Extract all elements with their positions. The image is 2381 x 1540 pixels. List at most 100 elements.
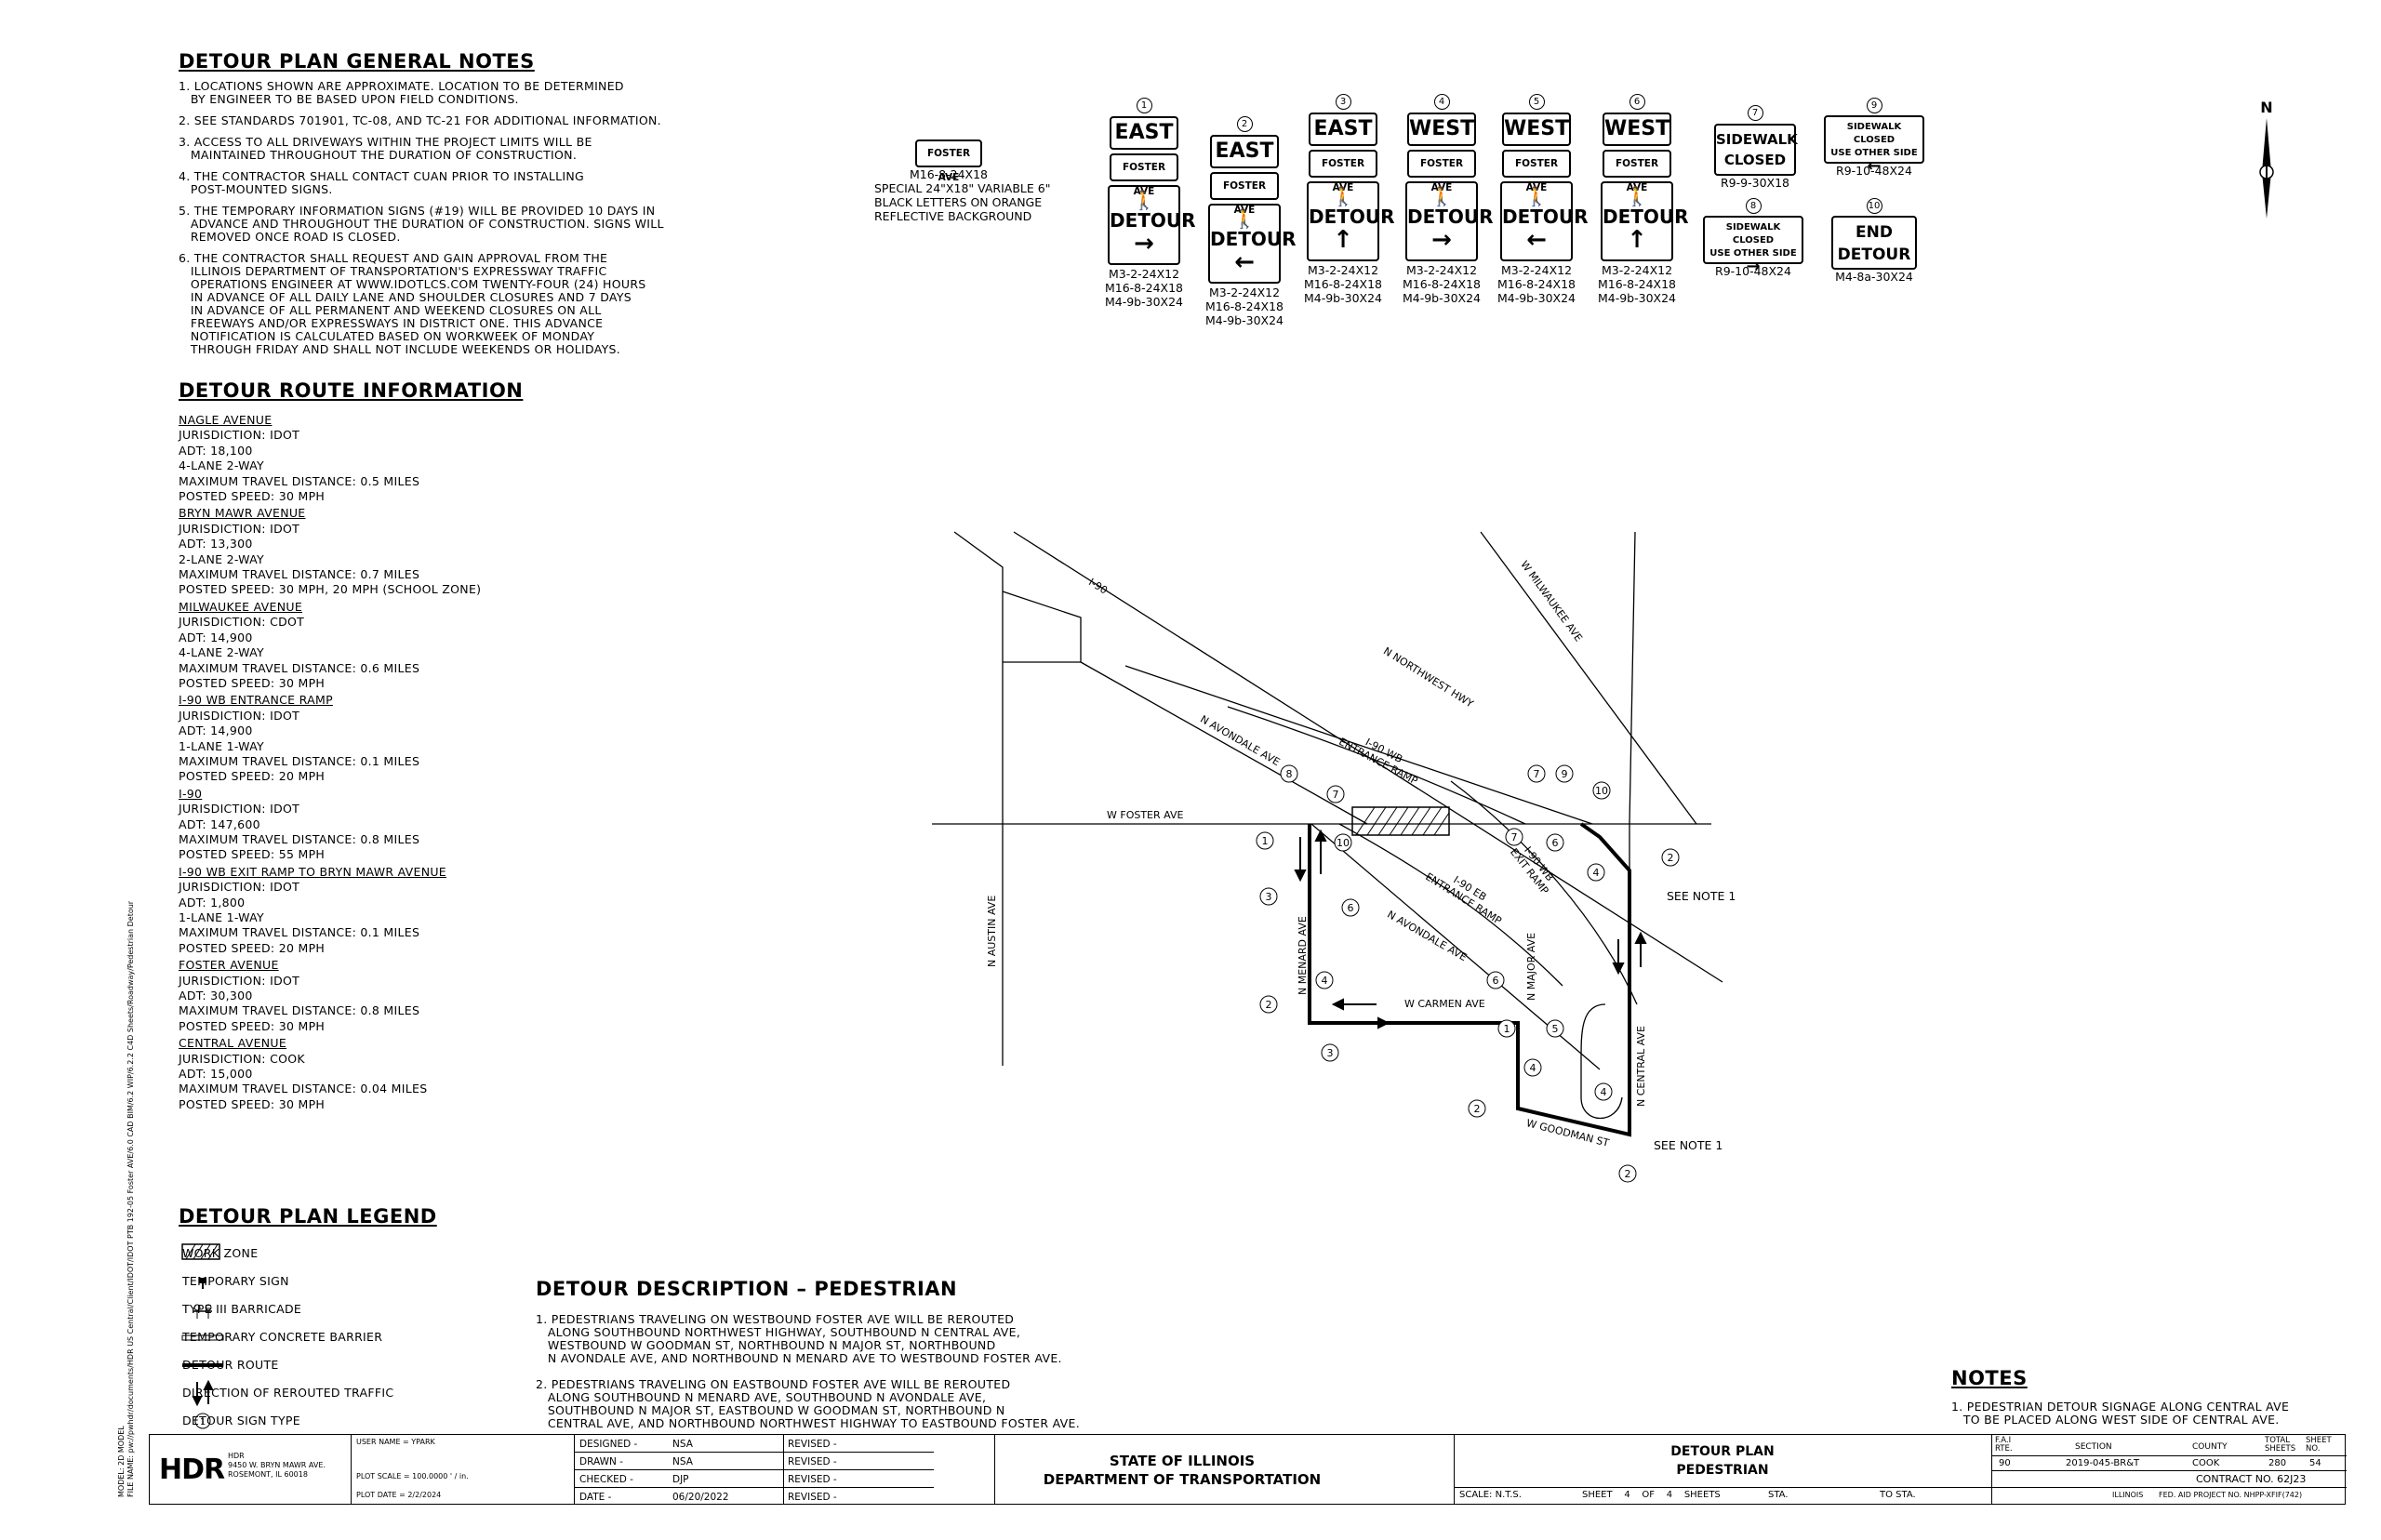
map-sign-number: 3 [1327, 1047, 1334, 1059]
route-detail: 4-LANE 2-WAY [179, 458, 264, 473]
direction-plate: WEST [1603, 113, 1671, 146]
map-sign-number: 2 [1474, 1103, 1481, 1115]
general-note-3: 3. ACCESS TO ALL DRIVEWAYS WITHIN THE PR… [179, 135, 592, 162]
sign-number: 3 [1335, 94, 1351, 110]
parcel-line [1002, 591, 1082, 663]
map-sign-number: 7 [1534, 768, 1540, 780]
revised-2: REVISED - [788, 1456, 837, 1467]
sign-line-1: END [1856, 223, 1893, 242]
revised-4: REVISED - [788, 1492, 837, 1503]
route-detail: MAXIMUM TRAVEL DISTANCE: 0.04 MILES [179, 1082, 428, 1096]
general-note-6: 6. THE CONTRACTOR SHALL REQUEST AND GAIN… [179, 251, 646, 356]
map-sign-marker [1341, 898, 1360, 917]
plan-title-line-2: PEDESTRIAN [1676, 1463, 1769, 1478]
pedestrian-icon: 🚶 [1331, 185, 1355, 207]
sign-codes: M3-2-24X12 M16-8-24X18 M4-9b-30X24 [1597, 263, 1677, 305]
map-sign-marker [1546, 833, 1564, 852]
legend-barrier: TEMPORARY CONCRETE BARRIER [182, 1330, 383, 1344]
map-sign-number: 8 [1286, 768, 1293, 780]
map-sign-number: 6 [1552, 837, 1559, 849]
sign-codes: M3-2-24X12 M16-8-24X18 M4-9b-30X24 [1204, 285, 1284, 327]
route-detail: MAXIMUM TRAVEL DISTANCE: 0.8 MILES [179, 831, 420, 846]
sign-line-1: SIDEWALK CLOSED [1725, 222, 1781, 246]
revised-1: REVISED - [788, 1439, 837, 1450]
fai-value: 90 [1999, 1458, 2011, 1468]
street-plate: FOSTER AVE [1210, 172, 1279, 216]
plan-title: DETOUR PLAN PEDESTRIAN [1454, 1442, 1991, 1480]
contract-number: CONTRACT NO. 62J23 [2196, 1473, 2307, 1485]
route-road-name: BRYN MAWR AVENUE [179, 506, 306, 521]
legend-circle-label: 1 [200, 1417, 206, 1427]
map-sign-number: 7 [1333, 789, 1339, 801]
label-foster: W FOSTER AVE [1107, 809, 1184, 821]
route-detail: POSTED SPEED: 30 MPH [179, 675, 326, 690]
avondale-north-line [1080, 661, 1368, 825]
direction-plate: EAST [1309, 113, 1377, 146]
map-sign-marker [1468, 1099, 1486, 1118]
drawn-value: NSA [672, 1456, 693, 1467]
route-road-name: CENTRAL AVENUE [179, 1036, 287, 1051]
direction-plate: WEST [1407, 113, 1476, 146]
sign-9: 9 SIDEWALK CLOSED USE OTHER SIDE ← R9-10… [1814, 97, 1935, 178]
route-detail: MAXIMUM TRAVEL DISTANCE: 0.6 MILES [179, 660, 420, 675]
designed-label: DESIGNED - [579, 1439, 638, 1450]
legend-symbols: 1 [181, 1243, 224, 1429]
county-label: COUNTY [2192, 1442, 2228, 1452]
fed-aid-project: FED. AID PROJECT NO. NHPP-XFIF(742) [2159, 1491, 2303, 1499]
route-detail: MAXIMUM TRAVEL DISTANCE: 0.7 MILES [179, 567, 420, 582]
sign-code: M4-8a-30X24 [1835, 270, 1913, 284]
general-note-2: 2. SEE STANDARDS 701901, TC-08, AND TC-2… [179, 113, 661, 127]
map-sign-number: 2 [1625, 1168, 1631, 1180]
hdr-logo: HDR [159, 1454, 225, 1486]
general-note-1: 1. LOCATIONS SHOWN ARE APPROXIMATE. LOCA… [179, 79, 624, 106]
sign-number: 9 [1866, 98, 1882, 113]
right-arrow-icon: → [1746, 257, 1761, 276]
map-sign-number: 9 [1562, 768, 1568, 780]
route-detail: POSTED SPEED: 55 MPH [179, 847, 326, 862]
pedestrian-icon: 🚶 [1524, 185, 1549, 207]
total-label: TOTAL SHEETS [2265, 1436, 2296, 1454]
route-detail: POSTED SPEED: 30 MPH [179, 489, 326, 504]
sign-line-2: USE OTHER SIDE ← [1830, 148, 1918, 176]
map-sign-marker [1334, 833, 1352, 852]
foster-plate-code: M16-8-24X18 [909, 167, 989, 181]
map-sign-marker [1486, 971, 1505, 989]
checked-value: DJP [672, 1474, 689, 1485]
sign-number: 6 [1629, 94, 1645, 110]
plot-scale: PLOT SCALE = 100.0000 ' / in. [356, 1472, 469, 1480]
north-label: N [2260, 99, 2273, 116]
route-detail: POSTED SPEED: 30 MPH [179, 1018, 326, 1033]
route-detail: JURISDICTION: IDOT [179, 708, 300, 723]
map-sign-number: 7 [1511, 831, 1518, 843]
map-sign-marker [1315, 971, 1334, 989]
left-arrow-icon: ← [1867, 156, 1882, 176]
direction-plate: EAST [1110, 116, 1178, 150]
map-sign-marker [1259, 995, 1278, 1014]
illinois-label: ILLINOIS [2112, 1491, 2144, 1499]
see-note-1-top: SEE NOTE 1 [1667, 889, 1736, 903]
map-sign-marker [1587, 863, 1605, 882]
label-major: N MAJOR AVE [1525, 932, 1537, 1001]
state-name: STATE OF ILLINOIS [1109, 1453, 1256, 1469]
notes-title: NOTES [1951, 1367, 2028, 1389]
sign-line-1: SIDEWALK [1716, 131, 1798, 148]
title-block: HDR HDR 9450 W. BRYN MAWR AVE. ROSEMONT,… [149, 1434, 2347, 1505]
date-label: DATE - [579, 1492, 612, 1503]
pedestrian-icon: 🚶 [1430, 185, 1454, 207]
map-sign-number: 1 [1262, 835, 1269, 847]
sign-line-2: CLOSED [1723, 152, 1787, 168]
route-detail: MAXIMUM TRAVEL DISTANCE: 0.5 MILES [179, 473, 420, 488]
map-sign-number: 4 [1601, 1086, 1607, 1098]
label-carmen: W CARMEN AVE [1404, 998, 1485, 1010]
map-sign-number: 3 [1266, 891, 1272, 903]
route-detail: JURISDICTION: COOK [179, 1051, 305, 1066]
legend-title: DETOUR PLAN LEGEND [179, 1205, 437, 1228]
sign-7: 7 SIDEWALK CLOSED R9-9-30X18 [1704, 104, 1806, 190]
map-sign-number: 1 [1504, 1023, 1510, 1035]
route-detail: 1-LANE 1-WAY [179, 910, 264, 924]
north-arrow: N [2253, 99, 2281, 219]
